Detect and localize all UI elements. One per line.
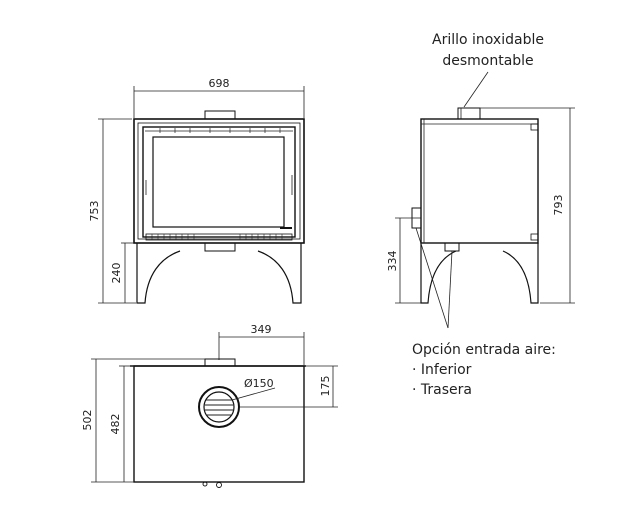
depth-dimension: 502 (81, 410, 94, 431)
inner-depth-dimension: 482 (109, 414, 122, 435)
flue-diameter-label: Ø150 (244, 377, 274, 390)
front-view: 698 (88, 77, 305, 304)
air-option-title: Opción entrada aire: (412, 342, 556, 358)
side-view: Arillo inoxidable desmontable 793 334 (386, 32, 575, 329)
leg-height-dimension: 240 (110, 263, 123, 284)
width-dimension: 698 (209, 77, 230, 90)
ring-annotation-line1: Arillo inoxidable (432, 32, 544, 48)
flue-depth-dimension: 175 (319, 376, 332, 397)
height-dimension: 753 (88, 201, 101, 222)
inlet-height-dimension: 334 (386, 251, 399, 272)
side-height-dimension: 793 (552, 195, 565, 216)
top-view: 349 Ø150 175 502 482 (81, 323, 338, 488)
flue-offset-dimension: 349 (251, 323, 272, 336)
air-option-trasera: · Trasera (412, 382, 472, 398)
ring-annotation-line2: desmontable (442, 53, 533, 69)
air-option-inferior: · Inferior (412, 362, 472, 378)
